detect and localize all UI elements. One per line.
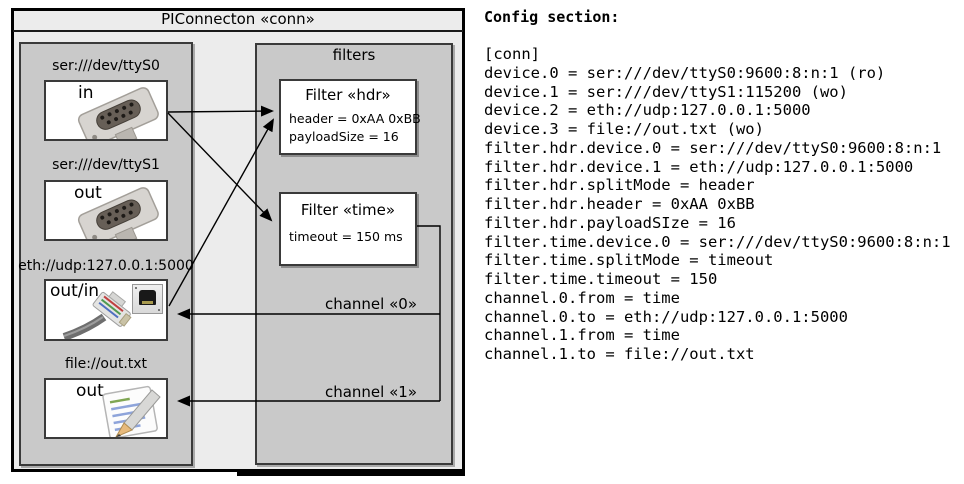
screw-dot <box>158 309 160 311</box>
channel-1-label: channel «1» <box>324 383 417 401</box>
config-line: channel.0.from = time <box>484 288 680 307</box>
jack-glow <box>142 301 153 304</box>
filter-time-box: Filter «time» timeout = 150 ms <box>279 192 417 266</box>
device-box-ttys1: out <box>44 180 168 241</box>
device-label-file: file://out.txt <box>64 356 148 372</box>
device-box-ttys0: in <box>44 80 168 141</box>
channel-0-label: channel «0» <box>324 295 417 313</box>
serial-connector-icon <box>77 87 159 139</box>
config-line: filter.time.splitMode = timeout <box>484 251 774 270</box>
port-direction-label: out <box>76 381 104 401</box>
filter-hdr-title: Filter «hdr» <box>305 86 391 104</box>
device-label-ttys1: ser:///dev/ttyS1 <box>52 157 160 173</box>
notepad-pencil-icon <box>102 385 161 437</box>
screw-dot <box>135 287 137 289</box>
config-line: filter.hdr.device.0 = ser:///dev/ttyS0:9… <box>484 138 942 157</box>
filter-hdr-box: Filter «hdr» header = 0xAA 0xBB payloadS… <box>279 79 421 155</box>
filter-hdr-prop-header: header = 0xAA 0xBB <box>289 111 421 126</box>
config-line: device.2 = eth://udp:127.0.0.1:5000 <box>484 101 811 120</box>
config-section-body: [conn]device.0 = ser:///dev/ttyS0:9600:8… <box>484 45 951 364</box>
config-line: [conn] <box>484 45 540 63</box>
config-line: filter.hdr.header = 0xAA 0xBB <box>484 195 755 213</box>
device-box-file: out <box>44 378 168 439</box>
component-title: PIConnecton «conn» <box>161 10 315 28</box>
filters-panel-title: filters <box>332 46 376 64</box>
filter-time-prop-timeout: timeout = 150 ms <box>289 229 403 244</box>
config-line: filter.hdr.device.1 = eth://udp:127.0.0.… <box>484 157 914 176</box>
config-line: channel.1.to = file://out.txt <box>484 345 755 363</box>
config-line: filter.time.device.0 = ser:///dev/ttyS0:… <box>484 232 951 251</box>
config-line: device.0 = ser:///dev/ttyS0:9600:8:n:1 (… <box>484 63 886 82</box>
port-direction-label: in <box>78 83 94 103</box>
ethernet-cable-icon <box>62 291 132 339</box>
config-line: filter.hdr.payloadSIze = 16 <box>484 213 736 232</box>
config-line: channel.0.to = eth://udp:127.0.0.1:5000 <box>484 307 848 326</box>
config-line: filter.hdr.splitMode = header <box>484 176 755 195</box>
config-line: filter.time.timeout = 150 <box>484 270 718 288</box>
port-direction-label: out/in <box>50 281 100 301</box>
device-label-eth: eth://udp:127.0.0.1:5000 <box>18 258 194 274</box>
config-section-title: Config section: <box>484 8 620 26</box>
config-line: channel.1.from = time <box>484 326 680 345</box>
serial-connector-icon <box>77 187 159 239</box>
ethernet-jack-icon <box>132 284 163 314</box>
filter-time-title: Filter «time» <box>300 201 396 219</box>
port-direction-label: out <box>74 183 102 203</box>
filter-hdr-prop-payloadsize: payloadSize = 16 <box>289 129 399 144</box>
frame-shadow <box>237 472 465 476</box>
device-label-ttys0: ser:///dev/ttyS0 <box>52 58 160 74</box>
config-line: device.3 = file://out.txt (wo) <box>484 120 764 138</box>
title-separator <box>13 30 463 32</box>
config-line: device.1 = ser:///dev/ttyS1:115200 (wo) <box>484 82 848 101</box>
device-box-eth: out/in <box>44 279 168 341</box>
